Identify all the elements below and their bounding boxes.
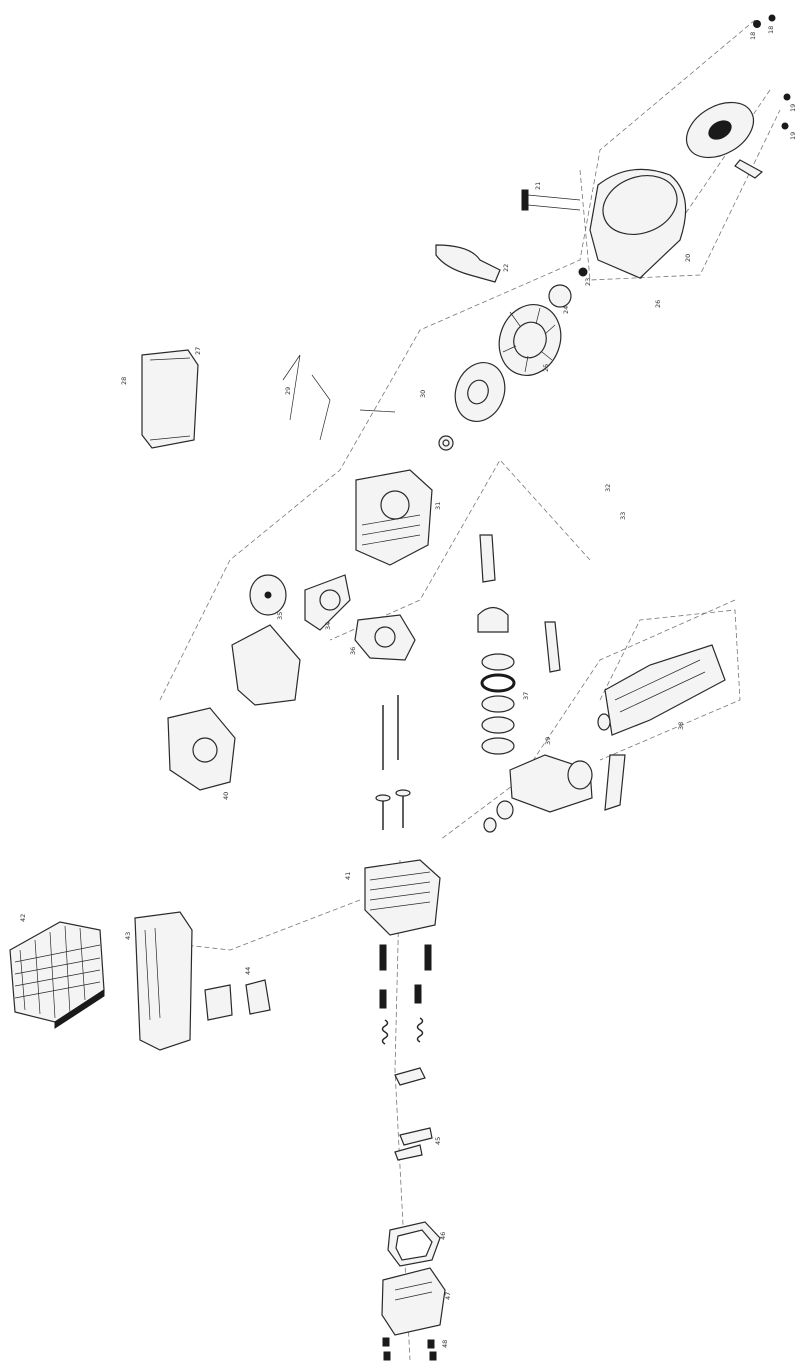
callout-label: 22 [502, 264, 510, 272]
callout-label: 38 [677, 722, 685, 730]
gasket-icon-top [435, 244, 501, 283]
intake-pipe-icon [544, 621, 626, 811]
part-callout-labels: 18 18 19 19 20 21 22 23 24 25 26 27 28 2… [19, 26, 797, 1348]
callout-label: 18 [749, 32, 757, 40]
callout-label: 27 [194, 347, 202, 355]
callout-label: 33 [619, 512, 627, 520]
callout-label: 24 [562, 306, 570, 314]
side-cover-icon [167, 707, 236, 791]
rocker-arm-icon [394, 1067, 433, 1161]
flywheel-fan-icon [498, 304, 562, 376]
cylinder-head-icon [364, 859, 441, 936]
valve-icon [375, 789, 411, 830]
callout-label: 42 [19, 914, 27, 922]
callout-label: 36 [349, 647, 357, 655]
muffler-shield-icon [134, 911, 193, 1051]
flywheel-drum-icon [454, 362, 506, 422]
carburetor-icon [509, 754, 593, 813]
callout-label: 40 [222, 792, 230, 800]
governor-linkage-icon [282, 354, 396, 441]
callout-label: 45 [434, 1137, 442, 1145]
oil-seal-icon [438, 435, 454, 451]
valve-cover-gasket-icon [387, 1221, 441, 1267]
callout-label: 23 [584, 278, 592, 286]
callout-label: 19 [789, 132, 797, 140]
valve-cover-icon [381, 1267, 446, 1336]
valve-spring-icon [381, 1017, 424, 1045]
callout-label: 46 [439, 1232, 447, 1240]
fuel-tank-icon [141, 349, 199, 449]
cam-gear-icon [249, 574, 287, 616]
callout-label: 19 [789, 104, 797, 112]
callout-label: 39 [544, 737, 552, 745]
callout-label: 28 [120, 377, 128, 385]
push-rod-icon [382, 695, 399, 770]
exhaust-gasket-icon [204, 979, 271, 1021]
flywheel-hub-icon [548, 267, 588, 308]
callout-label: 26 [654, 300, 662, 308]
callout-label: 29 [284, 387, 292, 395]
callout-label: 43 [124, 932, 132, 940]
callout-label: 32 [604, 484, 612, 492]
intake-gasket-icon [483, 713, 611, 833]
recoil-starter-icon [685, 101, 764, 179]
callout-label: 30 [419, 390, 427, 398]
piston-rings-icon [477, 606, 516, 755]
ignition-wire-icon [521, 189, 581, 211]
callout-label: 20 [684, 254, 692, 262]
callout-label: 44 [244, 967, 252, 975]
small-screw-icon-group-top [753, 14, 791, 130]
fan-cover-icon [589, 168, 687, 279]
crankshaft-icon [304, 574, 351, 631]
callout-label: 35 [276, 612, 284, 620]
muffler-grid-icon [9, 921, 105, 1029]
cylinder-head-gasket-icon [354, 614, 416, 661]
callout-label: 18 [767, 26, 775, 34]
callout-label: 21 [534, 182, 542, 190]
callout-label: 37 [522, 692, 530, 700]
callout-label: 48 [441, 1340, 449, 1348]
crankcase-block-icon [355, 469, 433, 566]
callout-label: 31 [434, 502, 442, 510]
cover-bolt-icon-group [382, 1337, 437, 1361]
callout-label: 25 [542, 364, 550, 372]
connecting-rod-icon [479, 534, 496, 583]
crankcase-cover-icon [231, 624, 301, 706]
air-filter-box-icon [604, 644, 726, 736]
callout-label: 34 [324, 622, 332, 630]
head-bolt-icon-group [379, 944, 432, 1009]
callout-label: 41 [344, 872, 352, 880]
callout-label: 47 [444, 1292, 452, 1300]
